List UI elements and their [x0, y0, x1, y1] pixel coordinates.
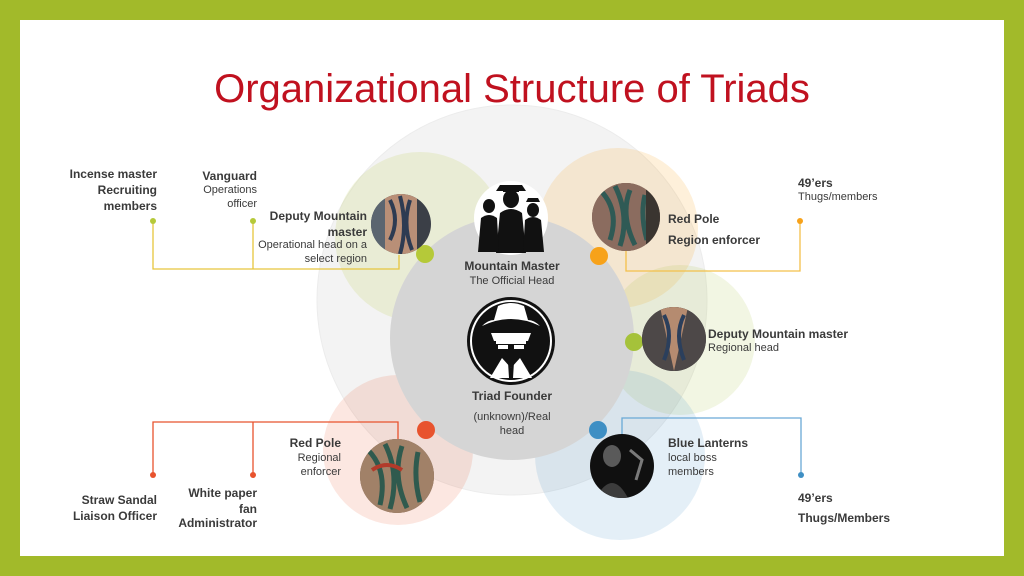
deputy-mountain-master-right-desc: Regional head: [708, 342, 779, 354]
red-pole-left-title: Red Pole: [289, 436, 341, 450]
white-paper-fan-desc: Administrator: [178, 516, 257, 530]
incense-master-title: Incense master: [69, 167, 157, 181]
connector-bottom-left: [152, 421, 399, 475]
hat-man-icon: [467, 297, 555, 385]
connector-dot: [250, 218, 256, 224]
straw-sandal-desc: Liaison Officer: [72, 509, 157, 523]
slide-title: Organizational Structure of Triads: [214, 67, 810, 111]
vanguard-desc: Operations officer: [203, 184, 257, 210]
founder-name-label: Triad Founder: [471, 389, 552, 403]
tattooed-arm-photo: [592, 183, 660, 251]
silhouette-group-icon: [474, 181, 548, 255]
red-pole-left-desc: Regional enforcer: [297, 452, 341, 478]
incense-master-desc: Recruiting members: [97, 183, 157, 213]
blue-lanterns-title: Blue Lanterns: [668, 436, 749, 450]
founder-desc-label: (unknown)/Real head: [473, 411, 551, 437]
head-desc-label: The Official Head: [469, 275, 555, 287]
head-name-label: Mountain Master: [464, 259, 560, 273]
connector-dot: [797, 218, 803, 224]
49ers-title: 49’ers: [798, 176, 833, 190]
connector-dot: [798, 472, 804, 478]
tattooed-arm-photo: [360, 439, 434, 513]
marker-dot-orange: [590, 247, 608, 265]
deputy-mountain-master-desc: Operational head on a select region: [258, 239, 367, 265]
marker-dot-yellow: [416, 245, 434, 263]
deputy-mountain-master-title: Deputy Mountain master: [269, 209, 367, 239]
marker-dot-red: [417, 421, 435, 439]
dark-figure-photo: [590, 434, 654, 498]
49ers-bottom-desc: Thugs/Members: [798, 511, 891, 525]
marker-dot-green: [625, 333, 643, 351]
tattooed-chest-photo: [642, 307, 706, 371]
connector-dot: [150, 472, 156, 478]
vanguard-title: Vanguard: [202, 169, 257, 183]
49ers-desc: Thugs/members: [798, 191, 878, 203]
connector-dot: [150, 218, 156, 224]
straw-sandal-title: Straw Sandal: [81, 493, 157, 507]
connector-bottom-right: [621, 417, 802, 475]
connector-top-right: [625, 221, 801, 272]
tattooed-person-photo: [371, 194, 431, 254]
49ers-bottom-title: 49’ers: [798, 491, 833, 505]
deputy-mountain-master-right-title: Deputy Mountain master: [708, 327, 849, 341]
white-paper-fan-title: White paper fan: [188, 486, 257, 516]
connector-dot: [250, 472, 256, 478]
marker-dot-blue: [589, 421, 607, 439]
connector-top-left: [152, 221, 400, 270]
blue-lanterns-desc: local boss members: [668, 452, 717, 478]
red-pole-title: Red Pole: [668, 212, 720, 226]
red-pole-desc: Region enforcer: [668, 233, 761, 247]
